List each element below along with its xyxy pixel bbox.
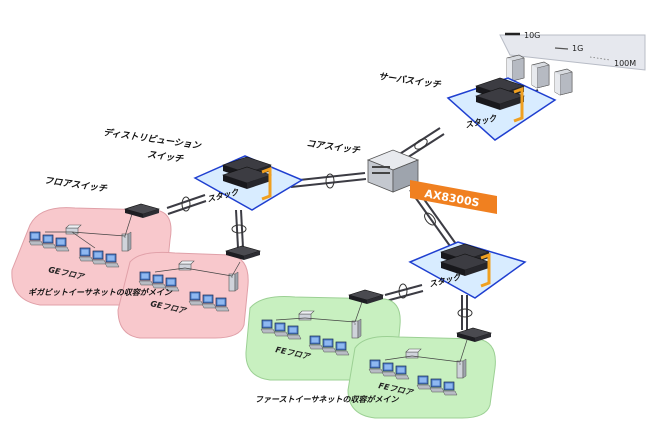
distribution-switch-label-line1: ディストリビューション	[103, 127, 203, 152]
legend-10g-label: 10G	[524, 31, 540, 40]
fe-caption: ファーストイーサネットの収容がメイン	[255, 395, 399, 404]
fe-floor-area-2: FEフロア	[347, 336, 496, 419]
core-switch-label: コアスイッチ	[306, 138, 362, 157]
legend-1g-label: 1G	[572, 44, 583, 53]
legend-100m-label: 100M	[614, 59, 636, 68]
ge-floor-area-2: GEフロア	[117, 251, 249, 339]
server-switch-label: サーバスイッチ	[378, 71, 443, 91]
backbone-links	[166, 89, 539, 330]
distribution-switch-stack: スタック	[193, 155, 304, 211]
distribution-switch-label-line2: スイッチ	[147, 149, 185, 165]
server-switch-stack: スタック	[446, 77, 557, 141]
floor-switch-label: フロアスイッチ	[44, 175, 109, 195]
ge-caption: ギガビットイーサネットの収容がメイン	[28, 287, 173, 297]
link-speed-legend: 10G 1G 100M	[499, 31, 646, 71]
link-aggregation-loops	[181, 138, 473, 318]
fe-distribution-switch-stack: スタック	[408, 241, 527, 299]
